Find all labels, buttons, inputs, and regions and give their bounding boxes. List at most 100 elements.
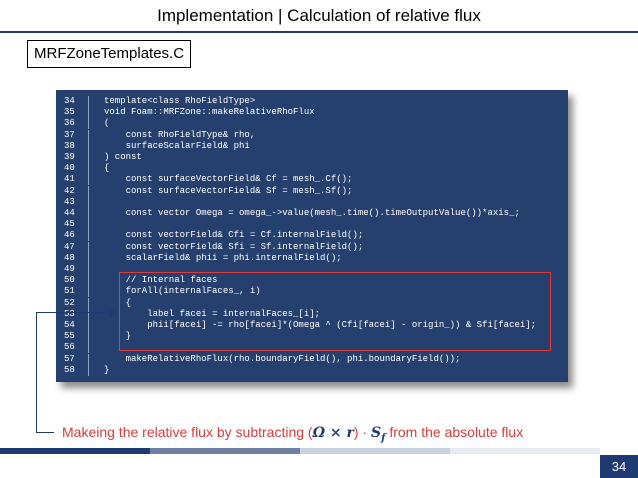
title-divider	[0, 31, 638, 33]
gutter-divider	[88, 230, 89, 242]
code-line: 40 {	[56, 163, 568, 175]
line-number: 43	[64, 196, 75, 207]
line-number: 49	[64, 264, 75, 274]
caption-prefix: Makeing the relative flux by subtracting…	[62, 424, 313, 440]
line-number: 36	[64, 118, 75, 129]
line-number: 58	[64, 364, 75, 375]
caption-mid: ) ·	[353, 424, 372, 440]
code-line: 47 const vectorField& Sfi = Sf.internalF…	[56, 241, 568, 253]
line-number: 55	[64, 331, 75, 342]
gutter-divider	[88, 107, 89, 119]
code-text: forAll(internalFaces_, i)	[104, 286, 261, 297]
line-number: 34	[64, 96, 75, 106]
line-number: 46	[64, 230, 75, 241]
line-number: 35	[64, 107, 75, 118]
gutter-divider	[88, 286, 89, 298]
code-text: const vectorField& Cfi = Cf.internalFiel…	[104, 230, 364, 241]
page-number: 34	[600, 455, 638, 478]
caption-suffix: from the absolute flux	[385, 424, 524, 440]
gutter-divider	[88, 297, 89, 309]
code-line: 54 phii[facei] -= rho[facei]*(Omega ^ (C…	[56, 320, 568, 331]
code-text: const surfaceVectorField& Sf = mesh_.Sf(…	[104, 185, 353, 196]
gutter-divider	[88, 140, 89, 152]
callout-connector-bottom	[36, 432, 54, 433]
code-line: 55 }	[56, 331, 568, 343]
code-line: 35 void Foam::MRFZone::makeRelativeRhoFlu…	[56, 107, 568, 119]
line-number: 39	[64, 152, 75, 162]
code-text: scalarField& phii = phi.internalField();	[104, 252, 342, 263]
highlight-frame	[119, 272, 551, 351]
gutter-divider	[88, 364, 89, 376]
gutter-divider	[88, 185, 89, 197]
line-number: 42	[64, 185, 75, 196]
code-line: 34 template<class RhoFieldType>	[56, 96, 568, 107]
code-text: {	[104, 297, 132, 308]
code-line: 42 const surfaceVectorField& Sf = mesh_.…	[56, 185, 568, 197]
code-text: surfaceScalarField& phi	[104, 140, 250, 151]
line-number: 37	[64, 129, 75, 140]
line-number: 44	[64, 208, 75, 218]
gutter-divider	[88, 129, 89, 141]
callout-connector	[36, 312, 110, 313]
gutter-divider	[88, 174, 89, 186]
gutter-divider	[88, 342, 89, 354]
line-number: 38	[64, 140, 75, 151]
gutter-divider	[88, 152, 89, 163]
footer-bar-segment	[450, 448, 600, 454]
code-line: 38 surfaceScalarField& phi	[56, 140, 568, 152]
code-line: 57 makeRelativeRhoFlux(rho.boundaryField…	[56, 353, 568, 365]
code-line: 36 (	[56, 118, 568, 130]
code-text: makeRelativeRhoFlux(rho.boundaryField(),…	[104, 353, 461, 364]
code-line: 50 // Internal faces	[56, 275, 568, 287]
code-text: }	[104, 331, 132, 342]
code-text: const vector Omega = omega_->value(mesh_…	[104, 208, 520, 218]
gutter-divider	[88, 219, 89, 231]
code-text: label facei = internalFaces_[i];	[104, 308, 321, 319]
code-line: 52 {	[56, 297, 568, 309]
code-line: 41 const surfaceVectorField& Cf = mesh_.…	[56, 174, 568, 186]
line-number: 40	[64, 163, 75, 174]
code-text: (	[104, 118, 110, 129]
caption-math-omega-cross-r: Ω × r	[312, 425, 354, 441]
gutter-divider	[88, 275, 89, 287]
gutter-divider	[88, 252, 89, 264]
arrow-head-icon	[109, 308, 117, 318]
caption-math-sub: f	[381, 432, 386, 444]
gutter-divider	[88, 208, 89, 219]
slide-title: Implementation | Calculation of relative…	[157, 6, 481, 25]
footer-bar-segment	[0, 448, 150, 454]
line-number: 54	[64, 320, 75, 330]
gutter-divider	[88, 241, 89, 253]
code-line: 49	[56, 264, 568, 275]
code-line: 44 const vector Omega = omega_->value(me…	[56, 208, 568, 219]
code-text: phii[facei] -= rho[facei]*(Omega ^ (Cfi[…	[104, 320, 537, 330]
code-text: }	[104, 364, 110, 375]
gutter-divider	[88, 353, 89, 365]
caption-text: Makeing the relative flux by subtracting…	[62, 424, 523, 444]
callout-connector-vertical	[36, 312, 37, 433]
code-line: 45	[56, 219, 568, 231]
line-number: 45	[64, 219, 75, 230]
code-text: const surfaceVectorField& Cf = mesh_.Cf(…	[104, 174, 353, 185]
gutter-divider	[88, 163, 89, 175]
file-name-label: MRFZoneTemplates.C	[27, 40, 192, 68]
code-line: 46 const vectorField& Cfi = Cf.internalF…	[56, 230, 568, 242]
code-text: ) const	[104, 152, 142, 162]
code-line: 43	[56, 196, 568, 208]
code-line: 51 forAll(internalFaces_, i)	[56, 286, 568, 298]
code-line: 48 scalarField& phii = phi.internalField…	[56, 252, 568, 264]
line-number: 47	[64, 241, 75, 252]
code-line: 58}	[56, 364, 568, 376]
code-text: {	[104, 163, 110, 174]
line-number: 53	[64, 308, 75, 319]
code-line: 56	[56, 342, 568, 354]
code-text: void Foam::MRFZone::makeRelativeRhoFlux	[104, 107, 315, 118]
gutter-divider	[88, 96, 89, 107]
gutter-divider	[88, 308, 89, 320]
footer-bar	[0, 448, 638, 478]
code-line: 53 label facei = internalFaces_[i];	[56, 308, 568, 320]
line-number: 41	[64, 174, 75, 185]
code-text: template<class RhoFieldType>	[104, 96, 256, 106]
gutter-divider	[88, 320, 89, 331]
code-text: // Internal faces	[104, 275, 218, 286]
